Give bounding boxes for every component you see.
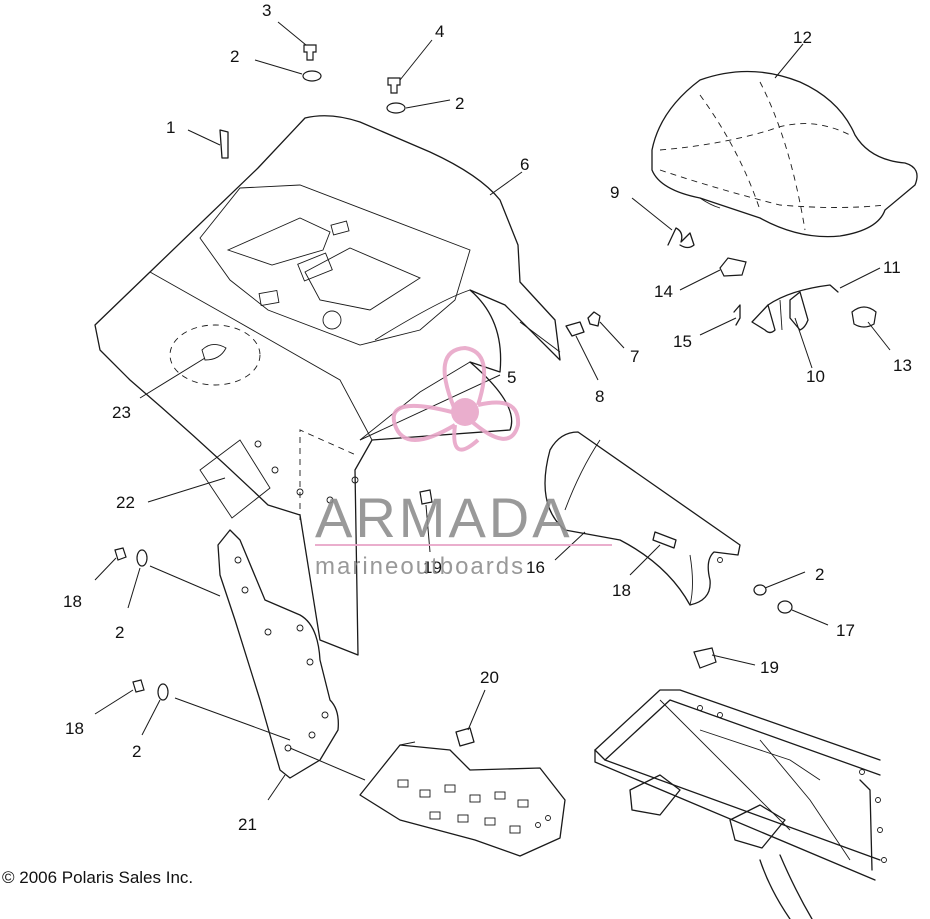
callout-8: 8: [595, 387, 604, 406]
armada-watermark: ARMADA marineoutboards: [315, 345, 612, 580]
watermark-brand: ARMADA: [315, 486, 573, 549]
watermark-tagline: marineoutboards: [315, 553, 525, 580]
frame-part: [594, 647, 887, 919]
callout-2: 2: [230, 47, 239, 66]
callout-18: 18: [63, 592, 82, 611]
callout-11: 11: [883, 258, 901, 277]
callout-22: 22: [116, 493, 135, 512]
callout-2: 2: [815, 565, 824, 584]
bumper-part: [851, 306, 877, 328]
callout-21: 21: [238, 815, 257, 834]
callout-7: 7: [630, 347, 639, 366]
propeller-hub-icon: [451, 398, 479, 426]
callout-1: 1: [166, 118, 175, 137]
callout-12: 12: [793, 28, 812, 47]
callout-2: 2: [132, 742, 141, 761]
callout-18: 18: [612, 581, 631, 600]
propeller-logo-icon: [391, 345, 521, 452]
pin-part: [565, 321, 585, 337]
mounting-bracket-part: [217, 529, 339, 779]
decal-part: [199, 439, 271, 519]
rear-fender-part: [94, 115, 561, 656]
callout-18: 18: [65, 719, 84, 738]
callout-5: 5: [507, 368, 516, 387]
fasteners: [114, 44, 793, 701]
callout-17: 17: [836, 621, 855, 640]
side-fender-part: [544, 431, 741, 606]
copyright-notice: © 2006 Polaris Sales Inc.: [2, 868, 194, 887]
fender-bolt-part: [652, 531, 677, 549]
callout-4: 4: [435, 22, 444, 41]
pad-part: [719, 257, 747, 277]
clip-part: [667, 227, 695, 249]
callout-9: 9: [610, 183, 619, 202]
seat-latch-part: [733, 284, 839, 334]
callout-2: 2: [455, 94, 464, 113]
callout-2: 2: [115, 623, 124, 642]
callout-10: 10: [806, 367, 825, 386]
callout-20: 20: [480, 668, 499, 687]
callout-6: 6: [520, 155, 529, 174]
callouts: 1 2 3 4 2 6 12 9 14 11 15 7 10 13 5 8 23…: [63, 1, 912, 834]
callout-23: 23: [112, 403, 131, 422]
callout-13: 13: [893, 356, 912, 375]
callout-19: 19: [423, 558, 442, 577]
seat-part: [651, 70, 918, 238]
callout-15: 15: [673, 332, 692, 351]
callout-3: 3: [262, 1, 271, 20]
callout-14: 14: [654, 282, 673, 301]
callout-16: 16: [526, 558, 545, 577]
latch-part: [587, 311, 601, 327]
callout-19: 19: [760, 658, 779, 677]
footrest-part: [359, 727, 566, 857]
